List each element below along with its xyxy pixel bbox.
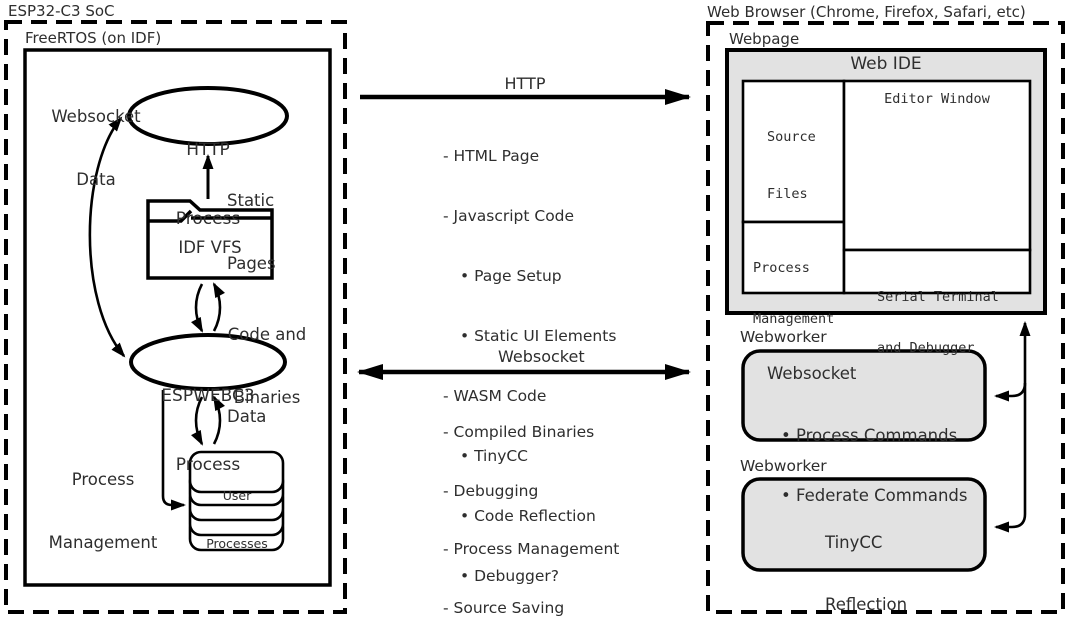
http-list-item: • Code Reflection [460,507,596,525]
freertos-box-label: FreeRTOS (on IDF) [25,29,162,47]
process-management-label: Process Management [42,427,164,595]
http-process-line: Process [175,209,241,229]
connector-to-websocket-worker-arrow [994,382,1027,402]
process-management-line: Management [48,533,158,552]
data-arrow-up [212,395,225,445]
editor-window-pane [842,79,1032,252]
websocket-list-item: - Process Management [443,540,620,558]
webworker2-label: Webworker [740,457,827,475]
process-management-pane-line: Management [753,311,835,327]
webworker1-label: Webworker [740,328,827,346]
idf-vfs-folder-icon [146,199,274,280]
espwebc3-node-label: ESPWEBC3 Process [148,339,268,523]
user-processes-label: User Processes [191,456,283,584]
http-list-item: - WASM Code [443,387,547,405]
code-and-binaries-label: Code and Binaries [226,282,308,450]
static-pages-label: Static Pages [227,148,276,316]
browser-region-title: Web Browser (Chrome, Firefox, Safari, et… [707,3,1026,21]
websocket-worker-item: • Process Commands [781,426,958,445]
tinycc-worker-line: Reflection [825,594,908,614]
http-list-item: • Static UI Elements [460,327,617,345]
websocket-list-item: - Source Saving [443,598,565,617]
process-management-pane [741,220,846,295]
process-management-line: Process [71,470,135,489]
websocket-arrow-title: Websocket [498,347,585,366]
espwebc3-line: ESPWEBC3 [161,386,255,406]
user-processes-line: Processes [206,536,268,551]
http-process-ellipse [127,86,289,146]
http-process-node-label: HTTP Process [148,93,268,277]
connector-to-tinycc-worker-arrow [994,513,1027,533]
process-management-arrow [161,390,186,511]
process-management-pane-line: Process [753,260,810,276]
http-list-item: - Javascript Code [443,207,575,225]
web-ide-title: Web IDE [850,54,922,74]
process-management-pane-label: Process Management [753,226,834,362]
tinycc-worker-lines: TinyCC Reflection Debugger [825,492,907,620]
static-pages-line: Pages [227,254,276,273]
serial-terminal-pane-label: Serial Terminal and Debugger [877,255,999,391]
data-label: Data [227,407,267,426]
http-process-line: HTTP [186,140,230,160]
user-processes-line: User [222,488,252,503]
code-binaries-arrow-up [212,282,225,332]
websocket-data-arrow [88,116,126,358]
code-binaries-line: Code and [227,325,307,344]
user-processes-stack [188,450,285,552]
freertos-box [23,48,332,587]
websocket-data-label: Websocket Data [40,64,152,232]
esp32-region-dashed-border [4,20,347,614]
http-payload-list: - HTML Page - Javascript Code • Page Set… [443,106,616,620]
idf-vfs-label: IDF VFS [178,238,242,257]
editor-window-pane-label: Editor Window [884,91,990,107]
code-binaries-line: Binaries [233,388,301,407]
data-arrow-down [191,396,204,446]
websocket-webworker-box [741,349,987,442]
browser-region-dashed-border [706,21,1065,614]
http-arrow-title: HTTP [504,74,546,93]
source-files-line: Files [767,186,808,202]
serial-terminal-line: and Debugger [877,340,975,356]
websocket-data-line: Data [76,170,116,189]
websocket-list-item: - Debugging [443,481,539,500]
espwebc3-line: Process [175,455,241,475]
http-list-item: • Debugger? [460,567,560,585]
websocket-payload-list: - Compiled Binaries - Debugging - Proces… [443,384,619,620]
serial-terminal-pane [842,248,1032,295]
source-files-pane-label: Source Files [767,90,816,242]
http-list-item: - HTML Page [443,147,540,165]
static-pages-line: Static [227,191,275,210]
http-list-item: • TinyCC [460,447,529,465]
webpage-box-label: Webpage [729,30,800,48]
websocket-worker-title: Websocket [767,364,857,383]
websocket-data-line: Websocket [51,107,141,126]
websocket-worker-item: • Federate Commands [781,486,968,505]
esp32-region-title: ESP32-C3 SoC [8,2,115,20]
source-files-line: Source [767,129,816,145]
websocket-list-item: - Compiled Binaries [443,423,595,441]
websocket-worker-list: • Process Commands • Federate Commands [781,386,968,546]
serial-terminal-line: Serial Terminal [877,289,999,305]
tinycc-worker-line: TinyCC [825,533,883,552]
code-binaries-arrow-down [191,283,204,333]
http-list-item: • Page Setup [460,267,562,285]
espwebc3-process-ellipse [129,333,287,391]
tinycc-webworker-box [741,477,987,572]
